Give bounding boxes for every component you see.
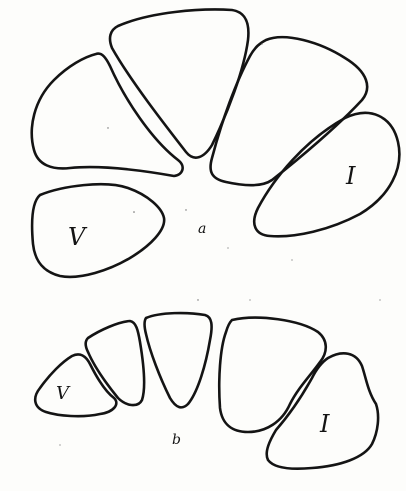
panel-b-letter: b (172, 432, 181, 448)
panel-a-label-i: I (345, 162, 356, 190)
panel-b-shape-5 (35, 354, 116, 416)
panel-b-label-v: V (56, 383, 71, 404)
panel-a-shape-4 (32, 54, 183, 176)
panel-b-shape-2 (219, 318, 326, 432)
panel-a-shape-5 (32, 184, 164, 277)
panel-b-label-i: I (319, 410, 330, 438)
panel-a-label-v: V (68, 223, 88, 251)
panel-a-shape-1 (254, 113, 399, 236)
panel-b: I V b (35, 313, 378, 469)
panel-a: I V a (32, 10, 400, 277)
panel-a-letter: a (198, 221, 206, 237)
panel-a-shape-3 (110, 10, 248, 158)
panel-b-shape-3 (145, 313, 212, 407)
panel-b-shape-4 (86, 321, 144, 405)
